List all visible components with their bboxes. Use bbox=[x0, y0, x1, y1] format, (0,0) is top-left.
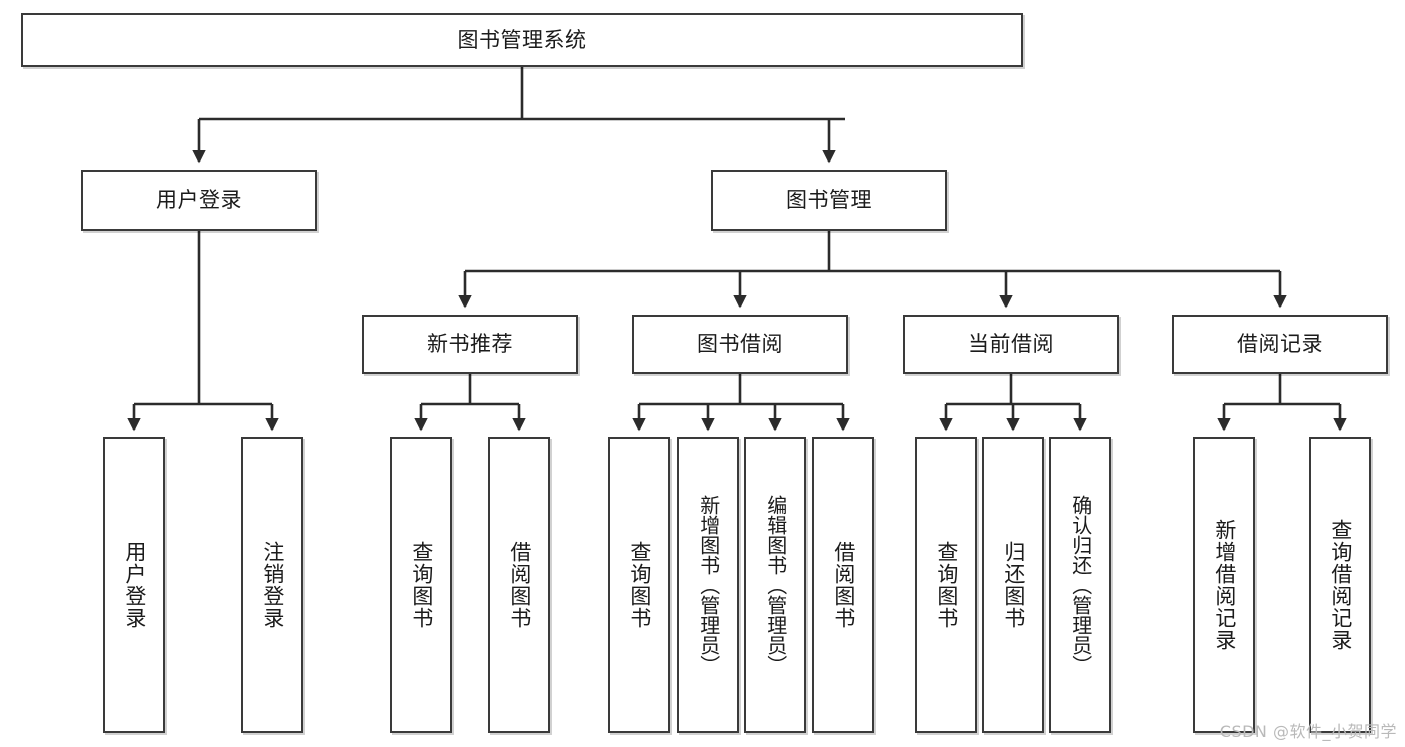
leaf-book-borrow-borrow-label: 借阅图书 bbox=[831, 541, 856, 629]
leaf-user-login-signout[interactable]: 注销登录 bbox=[241, 437, 303, 733]
csdn-watermark: CSDN @软件_小贺同学 bbox=[1219, 722, 1397, 741]
leaf-borrow-record-add[interactable]: 新增借阅记录 bbox=[1193, 437, 1255, 733]
leaf-user-login-signin[interactable]: 用户登录 bbox=[103, 437, 165, 733]
leaf-new-book-query-label: 查询图书 bbox=[409, 541, 434, 629]
leaf-borrow-record-query-label: 查询借阅记录 bbox=[1328, 519, 1353, 651]
leaf-book-borrow-edit[interactable]: 编辑图书（管理员） bbox=[744, 437, 806, 733]
node-book-management[interactable]: 图书管理 bbox=[711, 170, 947, 231]
connector-group-user-login bbox=[127, 231, 279, 432]
leaf-borrow-record-query[interactable]: 查询借阅记录 bbox=[1309, 437, 1371, 733]
node-book-borrow[interactable]: 图书借阅 bbox=[632, 315, 848, 374]
leaf-current-borrow-confirm[interactable]: 确认归还（管理员） bbox=[1049, 437, 1111, 733]
connector-group-borrow-record bbox=[1217, 374, 1347, 432]
connector-group-book-borrow bbox=[632, 374, 850, 432]
leaf-current-borrow-return-label: 归还图书 bbox=[1001, 541, 1026, 629]
node-borrow-record-label: 借阅记录 bbox=[1237, 332, 1323, 357]
leaf-book-borrow-edit-label: 编辑图书（管理员） bbox=[763, 495, 788, 675]
connector-group-book-management bbox=[458, 231, 1287, 309]
connector-group-current-borrow bbox=[939, 374, 1087, 432]
leaf-new-book-borrow[interactable]: 借阅图书 bbox=[488, 437, 550, 733]
node-new-book-recommend-label: 新书推荐 bbox=[427, 332, 513, 357]
leaf-book-borrow-add-label: 新增图书（管理员） bbox=[696, 495, 721, 675]
node-borrow-record[interactable]: 借阅记录 bbox=[1172, 315, 1388, 374]
connector-group-new-book bbox=[414, 374, 526, 432]
node-current-borrow[interactable]: 当前借阅 bbox=[903, 315, 1119, 374]
leaf-current-borrow-query-label: 查询图书 bbox=[934, 541, 959, 629]
leaf-book-borrow-borrow[interactable]: 借阅图书 bbox=[812, 437, 874, 733]
node-new-book-recommend[interactable]: 新书推荐 bbox=[362, 315, 578, 374]
leaf-user-login-signin-label: 用户登录 bbox=[122, 541, 147, 629]
node-book-management-label: 图书管理 bbox=[786, 188, 872, 213]
node-user-login-label: 用户登录 bbox=[156, 188, 242, 213]
node-book-borrow-label: 图书借阅 bbox=[697, 332, 783, 357]
leaf-new-book-query[interactable]: 查询图书 bbox=[390, 437, 452, 733]
connector-group-root bbox=[192, 67, 845, 164]
leaf-current-borrow-return[interactable]: 归还图书 bbox=[982, 437, 1044, 733]
leaf-book-borrow-add[interactable]: 新增图书（管理员） bbox=[677, 437, 739, 733]
leaf-book-borrow-query[interactable]: 查询图书 bbox=[608, 437, 670, 733]
leaf-user-login-signout-label: 注销登录 bbox=[260, 541, 285, 629]
node-user-login[interactable]: 用户登录 bbox=[81, 170, 317, 231]
leaf-current-borrow-confirm-label: 确认归还（管理员） bbox=[1068, 495, 1093, 675]
node-root-system[interactable]: 图书管理系统 bbox=[21, 13, 1023, 67]
leaf-book-borrow-query-label: 查询图书 bbox=[627, 541, 652, 629]
leaf-current-borrow-query[interactable]: 查询图书 bbox=[915, 437, 977, 733]
leaf-new-book-borrow-label: 借阅图书 bbox=[507, 541, 532, 629]
leaf-borrow-record-add-label: 新增借阅记录 bbox=[1212, 519, 1237, 651]
node-root-system-label: 图书管理系统 bbox=[457, 27, 587, 52]
node-current-borrow-label: 当前借阅 bbox=[968, 332, 1054, 357]
